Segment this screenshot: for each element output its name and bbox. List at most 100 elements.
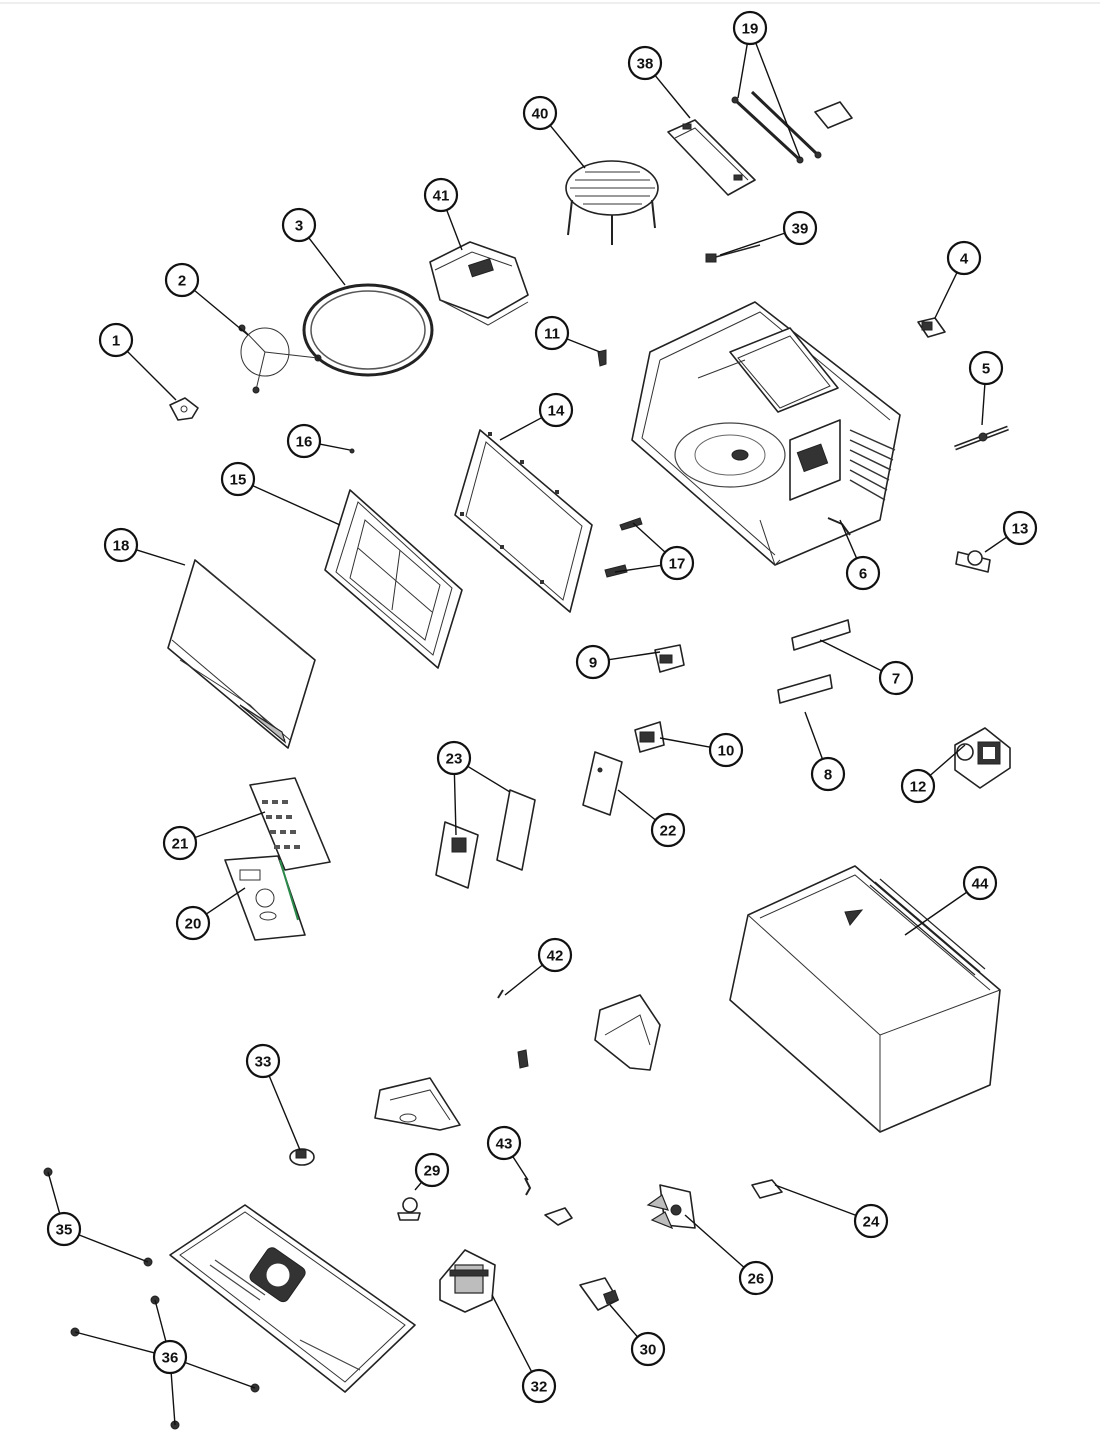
callout-33: 33 <box>245 1043 281 1079</box>
part-5-thermal-cutout <box>954 425 1009 451</box>
callout-circle <box>537 937 573 973</box>
part-2-roller-guide <box>238 324 322 394</box>
callout-circle <box>782 210 818 246</box>
callout-number: 42 <box>547 948 564 965</box>
leader-line-extra-6 <box>170 1372 176 1426</box>
part-44-outer-case <box>729 865 1001 1133</box>
part-3-turntable-ring <box>302 283 434 377</box>
callout-26: 26 <box>738 1260 774 1296</box>
callout-number: 6 <box>859 566 867 583</box>
callout-circle <box>968 350 1004 386</box>
part-10-monitor-switch <box>634 721 665 753</box>
callout-38: 38 <box>627 45 663 81</box>
callout-number: 13 <box>1012 521 1029 538</box>
leader-line-44 <box>904 891 968 936</box>
leader-line-29 <box>414 1181 423 1191</box>
callout-35: 35 <box>46 1211 82 1247</box>
leader-line-20 <box>205 887 246 915</box>
callout-number: 1 <box>112 333 120 350</box>
callout-3: 3 <box>281 207 317 243</box>
part-39-thermostat-wire <box>705 244 761 263</box>
leader-line-extra-0 <box>755 42 801 159</box>
part-4-fuse <box>917 317 946 338</box>
part-42-screw <box>497 989 504 999</box>
callout-number: 35 <box>56 1222 73 1239</box>
callout-circle <box>436 740 472 776</box>
leader-line-13 <box>984 536 1008 553</box>
callout-11: 11 <box>534 315 570 351</box>
callout-4: 4 <box>946 240 982 276</box>
callout-circle <box>162 825 198 861</box>
callout-number: 19 <box>742 21 759 38</box>
callout-circle <box>853 1203 889 1239</box>
callout-circle <box>521 1368 557 1404</box>
callout-number: 10 <box>718 743 735 760</box>
callout-number: 41 <box>433 188 450 205</box>
part-base-plate <box>169 1204 416 1393</box>
callout-21: 21 <box>162 825 198 861</box>
leader-line-extra-3 <box>78 1234 149 1263</box>
part-14-door-choke <box>454 429 593 613</box>
leader-line-23 <box>467 765 511 793</box>
part-9-interlock-switch <box>654 644 685 673</box>
part-11-clip <box>597 349 607 367</box>
callout-circle <box>281 207 317 243</box>
callout-number: 22 <box>660 823 677 840</box>
leader-line-35 <box>47 1171 61 1214</box>
callout-number: 14 <box>548 403 565 420</box>
callout-circle <box>738 1260 774 1296</box>
callout-22: 22 <box>650 812 686 848</box>
callout-number: 43 <box>496 1136 513 1153</box>
callout-circle <box>486 1125 522 1161</box>
part-38-heater-cover <box>667 119 756 196</box>
leader-line-33 <box>268 1075 301 1151</box>
leader-line-4 <box>934 272 958 319</box>
callout-number: 21 <box>172 836 189 853</box>
leader-line-1 <box>126 350 177 401</box>
callout-number: 30 <box>640 1342 657 1359</box>
callout-number: 16 <box>296 434 313 451</box>
leader-line-30 <box>609 1304 639 1338</box>
callout-circle <box>1002 510 1038 546</box>
part-13-lamp-socket <box>955 550 991 573</box>
leader-line-7 <box>819 639 883 672</box>
callout-36: 36 <box>152 1339 188 1375</box>
callout-number: 36 <box>162 1350 179 1367</box>
callout-number: 7 <box>892 671 900 688</box>
leader-line-extra-1 <box>453 773 457 836</box>
part-29-lamp <box>397 1197 421 1221</box>
leader-line-18 <box>136 549 186 566</box>
callout-circle <box>103 527 139 563</box>
part-26-fan-motor <box>646 1184 696 1230</box>
leader-line-3 <box>308 237 346 286</box>
callout-circle <box>152 1339 188 1375</box>
part-15-door-frame <box>324 489 463 669</box>
leader-line-19 <box>737 43 748 99</box>
callout-20: 20 <box>175 905 211 941</box>
leader-line-5 <box>981 383 986 426</box>
callout-circle <box>845 555 881 591</box>
leader-line-extra-2 <box>614 564 662 573</box>
part-clip-bracket <box>544 1207 573 1226</box>
callout-6: 6 <box>845 555 881 591</box>
leader-line-extra-5 <box>184 1361 256 1389</box>
part-32-transformer <box>439 1249 496 1313</box>
callout-number: 24 <box>863 1214 880 1231</box>
part-17-latch-hooks <box>604 517 643 578</box>
callout-circle <box>522 95 558 131</box>
part-air-guide <box>374 1077 461 1131</box>
callout-9: 9 <box>575 644 611 680</box>
part-fan-duct <box>594 994 661 1071</box>
callout-number: 2 <box>178 273 186 290</box>
part-16-screw <box>349 448 355 454</box>
callout-circle <box>962 865 998 901</box>
callout-41: 41 <box>423 177 459 213</box>
leader-line-39 <box>719 232 786 256</box>
callout-circle <box>575 644 611 680</box>
leader-line-26 <box>684 1214 745 1268</box>
leader-line-extra-4 <box>74 1331 155 1354</box>
leader-line-9 <box>608 651 661 661</box>
leader-line-21 <box>194 811 266 839</box>
callout-labels: 1234140381939451116151418176139710812232… <box>46 10 1038 1404</box>
part-20-keypad <box>224 855 306 941</box>
